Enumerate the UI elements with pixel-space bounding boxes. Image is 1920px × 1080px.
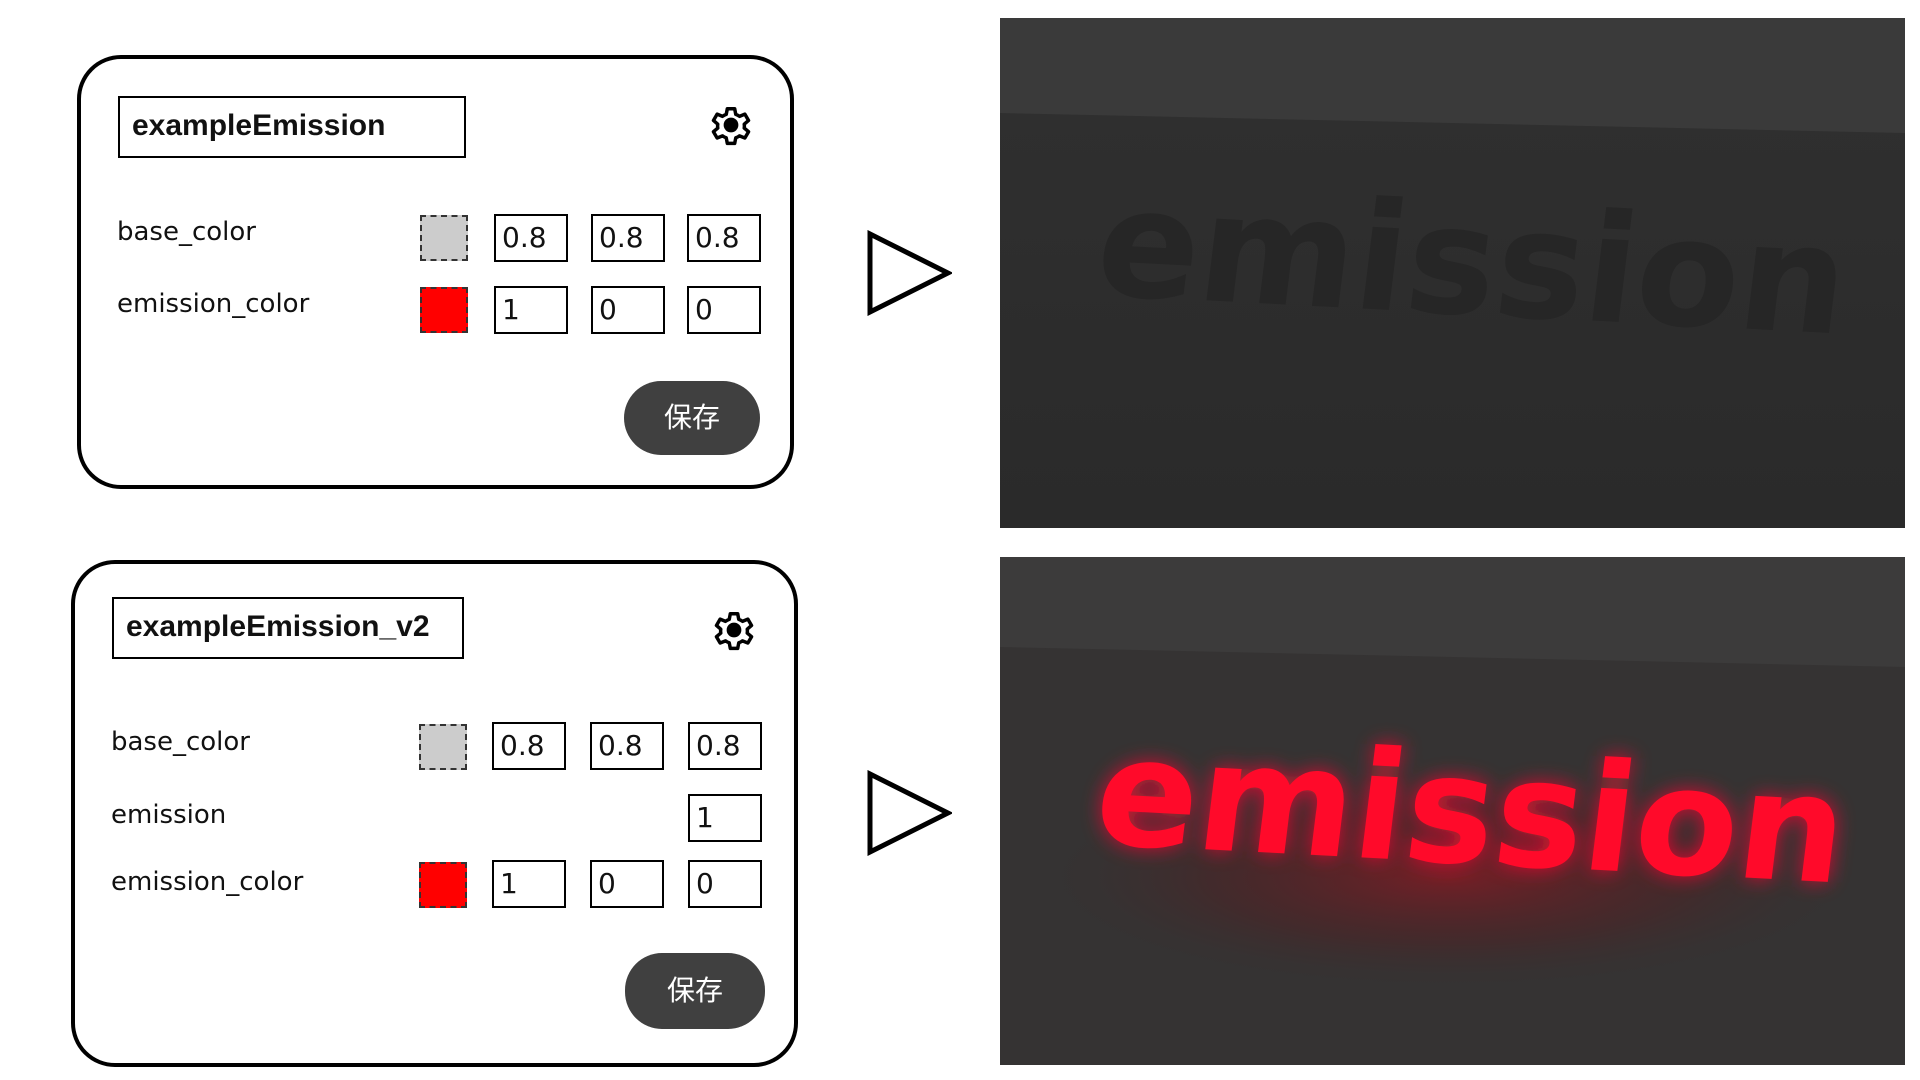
gear-icon[interactable] bbox=[705, 99, 757, 151]
render-scene: emission bbox=[1000, 18, 1905, 528]
emission-color-g-input[interactable]: 0 bbox=[591, 286, 665, 334]
material-panel-example-emission-v2: exampleEmission_v2 base_color 0.8 0.8 0.… bbox=[71, 560, 798, 1067]
base-color-label: base_color bbox=[117, 217, 257, 247]
render-3d-text: emission bbox=[1087, 706, 1856, 918]
material-name-field[interactable]: exampleEmission_v2 bbox=[112, 597, 464, 659]
emission-color-swatch[interactable] bbox=[420, 287, 468, 333]
emission-color-b-input[interactable]: 0 bbox=[688, 860, 762, 908]
emission-color-label: emission_color bbox=[117, 289, 310, 319]
emission-color-r-input[interactable]: 1 bbox=[492, 860, 566, 908]
emission-color-r-input[interactable]: 1 bbox=[494, 286, 568, 334]
emission-color-swatch[interactable] bbox=[419, 862, 467, 908]
save-button[interactable]: 保存 bbox=[625, 953, 765, 1029]
save-button[interactable]: 保存 bbox=[624, 381, 760, 455]
base-color-r-input[interactable]: 0.8 bbox=[492, 722, 566, 770]
base-color-label: base_color bbox=[111, 727, 251, 757]
base-color-b-input[interactable]: 0.8 bbox=[687, 214, 761, 262]
gear-icon[interactable] bbox=[708, 604, 760, 656]
render-glow-halo: emission bbox=[1087, 706, 1856, 918]
emission-color-b-input[interactable]: 0 bbox=[687, 286, 761, 334]
base-color-g-input[interactable]: 0.8 bbox=[590, 722, 664, 770]
base-color-swatch[interactable] bbox=[419, 724, 467, 770]
play-arrow-icon bbox=[867, 770, 952, 856]
base-color-b-input[interactable]: 0.8 bbox=[688, 722, 762, 770]
emission-label: emission bbox=[111, 800, 227, 830]
render-3d-text: emission bbox=[1088, 157, 1857, 369]
base-color-r-input[interactable]: 0.8 bbox=[494, 214, 568, 262]
emission-color-label: emission_color bbox=[111, 867, 304, 897]
render-preview-no-glow: emission bbox=[1000, 18, 1905, 528]
base-color-swatch[interactable] bbox=[420, 215, 468, 261]
play-arrow-icon bbox=[867, 230, 952, 316]
emission-color-g-input[interactable]: 0 bbox=[590, 860, 664, 908]
base-color-g-input[interactable]: 0.8 bbox=[591, 214, 665, 262]
render-preview-glow: emission emission bbox=[1000, 557, 1905, 1065]
render-scene: emission emission bbox=[1000, 557, 1905, 1065]
material-name-field[interactable]: exampleEmission bbox=[118, 96, 466, 158]
material-panel-example-emission: exampleEmission base_color 0.8 0.8 0.8 e… bbox=[77, 55, 794, 489]
emission-strength-input[interactable]: 1 bbox=[688, 794, 762, 842]
